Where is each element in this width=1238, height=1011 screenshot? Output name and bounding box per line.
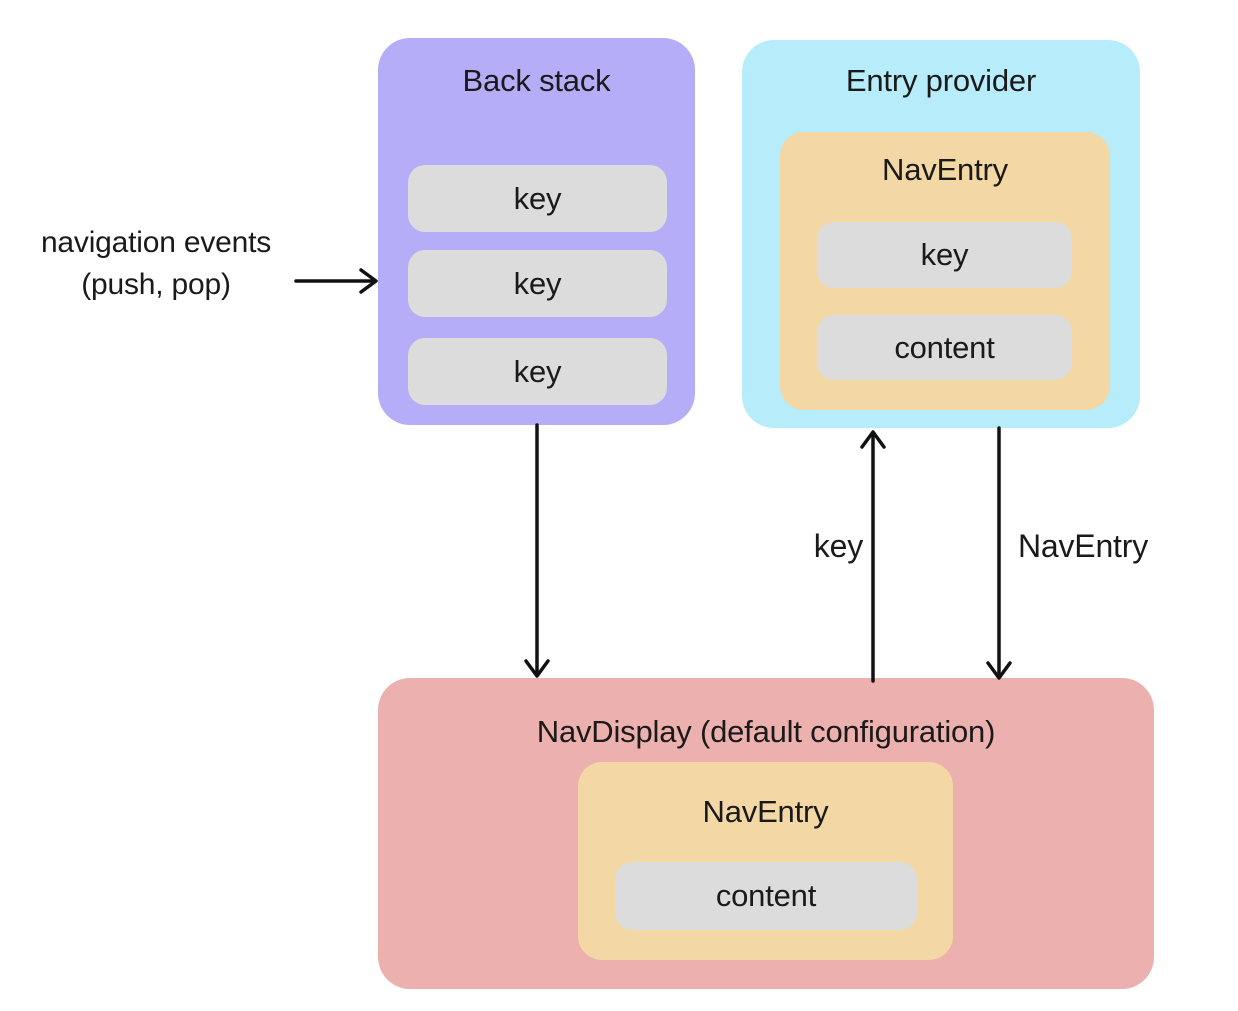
nav-display-title: NavDisplay (default configuration) bbox=[536, 714, 996, 749]
nav-display-nav-entry-title: NavEntry bbox=[702, 794, 829, 829]
nav-display-content-item: content bbox=[615, 862, 917, 930]
key-arrow-label: key bbox=[813, 528, 863, 564]
naventry-arrow-icon bbox=[986, 426, 1012, 680]
navigation-events-line1: navigation events bbox=[40, 226, 272, 259]
navigation-events-line2: (push, pop) bbox=[81, 268, 231, 301]
entry-provider-box: Entry provider NavEntry key content bbox=[742, 40, 1140, 428]
nav-display-box: NavDisplay (default configuration) NavEn… bbox=[378, 678, 1154, 989]
navigation-events-label: navigation events (push, pop) bbox=[8, 222, 304, 306]
back-stack-box: Back stack key key key bbox=[378, 38, 695, 425]
naventry-arrow-label: NavEntry bbox=[1018, 528, 1148, 564]
back-stack-key-item: key bbox=[408, 165, 667, 232]
entry-provider-title: Entry provider bbox=[845, 63, 1037, 98]
back-stack-title: Back stack bbox=[462, 63, 611, 98]
back-stack-key-item: key bbox=[408, 250, 667, 317]
entry-provider-nav-entry-box: NavEntry key content bbox=[780, 132, 1110, 410]
back-stack-key-item: key bbox=[408, 338, 667, 405]
key-arrow-icon bbox=[860, 430, 886, 683]
backstack-to-navdisplay-arrow-icon bbox=[524, 423, 550, 678]
entry-provider-content-item: content bbox=[817, 315, 1072, 380]
entry-provider-key-item: key bbox=[817, 222, 1072, 288]
entry-provider-nav-entry-title: NavEntry bbox=[882, 152, 1008, 187]
nav-display-nav-entry-box: NavEntry content bbox=[578, 762, 953, 960]
push-pop-arrow-icon bbox=[294, 268, 378, 294]
